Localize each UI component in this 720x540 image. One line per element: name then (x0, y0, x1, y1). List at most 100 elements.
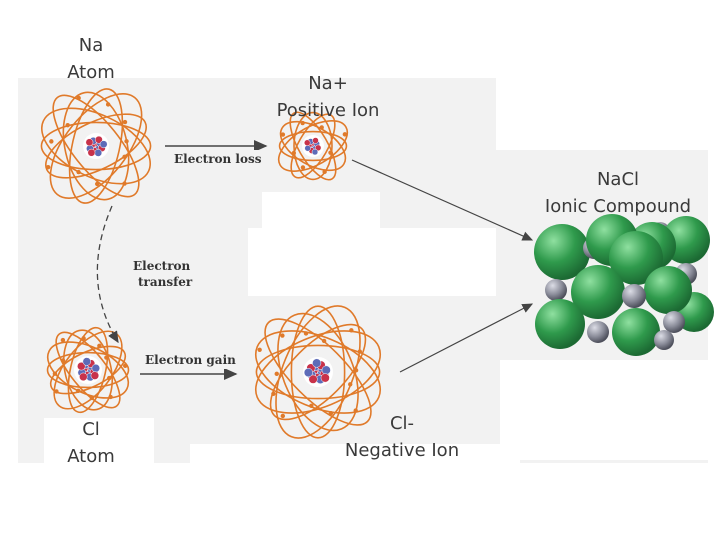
white-box (248, 240, 408, 296)
orbit-ring (290, 305, 346, 439)
na-ion-label-line1: Na+ (308, 73, 348, 94)
orbit-ring (49, 345, 127, 395)
electron-dot (280, 413, 286, 419)
electron-dot (81, 336, 86, 341)
electron-dot (49, 139, 54, 144)
nucleon (311, 148, 319, 156)
chloride-ion-icon (254, 305, 382, 439)
electron-dot (124, 139, 129, 144)
nucleon (304, 139, 311, 146)
electron-dot (291, 150, 297, 156)
electron-dot (45, 164, 51, 170)
sodium-atom-icon (40, 88, 152, 204)
electron-gain-label: Electron gain (145, 353, 236, 367)
electron-dot (105, 102, 111, 107)
electron-dot (108, 394, 113, 400)
orbit-ring (40, 107, 152, 185)
orbit-ring (67, 326, 109, 414)
nucleon (77, 361, 86, 371)
orbit-ring (49, 93, 143, 199)
chloride-ion-sphere (534, 224, 590, 280)
cl-ion-label: Cl- Negative Ion (336, 410, 468, 464)
orbit-ring (279, 120, 347, 172)
orbit-ring (40, 121, 152, 171)
na-ion-label: Na+ Positive Ion (264, 70, 392, 124)
nucleon (94, 135, 103, 144)
label-bg (140, 351, 236, 369)
orbit-ring (55, 331, 121, 409)
electron-dot (353, 368, 359, 373)
chloride-ion-sphere (535, 299, 585, 349)
orbit-ring (44, 113, 148, 179)
orbit-ring (264, 318, 372, 426)
electron-dot (328, 411, 334, 416)
electron-transfer-label-line2: transfer (138, 275, 193, 289)
chlorine-atom-icon (46, 326, 130, 414)
electron-dot (353, 408, 358, 413)
electron-dot (60, 358, 66, 363)
electron-dot (122, 154, 127, 160)
sodium-ion-sphere (663, 311, 685, 333)
sodium-ion-sphere (587, 321, 609, 343)
orbit-ring (277, 120, 349, 172)
nucleon (82, 357, 91, 366)
orbit-ring (290, 113, 336, 179)
electron-dot (76, 95, 81, 101)
electron-dot (122, 119, 128, 125)
cl-atom-label-line2: Atom (67, 446, 115, 467)
compound-label-line2: Ionic Compound (544, 196, 692, 217)
sodium-ion-sphere (654, 330, 674, 350)
electron-dot (106, 375, 112, 381)
electron-dot (89, 395, 95, 401)
electron-dot (349, 328, 354, 333)
na-ion-label-line2: Positive Ion (276, 100, 380, 121)
white-box (44, 418, 154, 468)
sodium-ion-sphere (622, 284, 646, 308)
nucleon (312, 137, 319, 144)
electron-dot (94, 181, 100, 187)
na-to-compound-arrow (351, 159, 534, 241)
white-box (500, 360, 708, 460)
electron-dot (328, 150, 333, 155)
na-atom-label-line2: Atom (67, 62, 115, 83)
electron-dot (257, 347, 262, 352)
electron-dot (76, 169, 81, 175)
electron-transfer-arrow (96, 205, 119, 344)
orbit-ring (255, 344, 381, 400)
electron-dot (280, 333, 285, 338)
electron-loss-label: Electron loss (174, 152, 262, 166)
electron-dot (342, 132, 348, 137)
electron-transfer-label-line1: Electron (133, 259, 191, 273)
orbit-ring (289, 111, 337, 181)
electron-dot (322, 169, 327, 175)
cl-to-compound-arrow (399, 303, 534, 373)
nucleon (303, 368, 313, 378)
orbit-ring (293, 111, 333, 181)
electron-dot (122, 181, 127, 186)
chloride-ion-sphere (571, 265, 625, 319)
compound-label: NaCl Ionic Compound (538, 166, 698, 220)
electron-dot (52, 371, 58, 376)
electron-dot (357, 349, 363, 354)
cl-ion-label-line2: Negative Ion (344, 440, 460, 461)
cl-ion-label-line1: Cl- (389, 413, 415, 434)
electron-dot (303, 331, 309, 336)
electron-dot (123, 363, 128, 369)
compound-label-line1: NaCl (596, 169, 640, 190)
nucleon (308, 374, 318, 384)
sodium-ion-sphere (545, 279, 567, 301)
nucleon (320, 373, 330, 383)
na-atom-label: Na Atom (56, 32, 126, 86)
na-atom-label-line1: Na (78, 35, 104, 56)
nucleon (90, 371, 100, 380)
chloride-ion-sphere (612, 308, 660, 356)
electron-dot (300, 165, 306, 170)
electron-dot (54, 389, 59, 394)
cl-atom-label-line1: Cl (82, 419, 100, 440)
chloride-ion-sphere (609, 231, 663, 285)
label-bg (170, 150, 260, 168)
nucleon (87, 148, 96, 157)
orbit-ring (277, 312, 359, 432)
